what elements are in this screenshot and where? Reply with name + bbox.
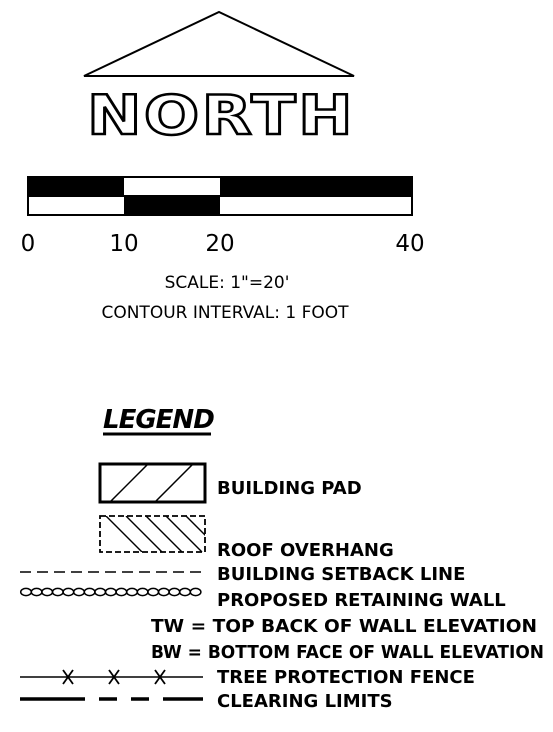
- north-label: NORTH: [87, 84, 355, 147]
- retaining-wall-link: [94, 587, 107, 597]
- retaining-wall-link: [189, 587, 202, 597]
- legend-label-tw: TW = TOP BACK OF WALL ELEVATION: [151, 616, 537, 637]
- roof-overhang-symbol: [99, 515, 206, 553]
- scale-bar: [27, 176, 413, 216]
- retaining-wall-link: [168, 587, 181, 597]
- retaining-wall-link: [83, 587, 96, 597]
- scale-segment-top-20-40: [220, 177, 412, 196]
- retaining-wall-link: [136, 587, 149, 597]
- retaining-wall-link: [104, 587, 117, 597]
- retaining-wall-link: [147, 587, 160, 597]
- scale-tick-40: 40: [395, 231, 424, 257]
- scale-segment-bottom-10-20: [124, 196, 220, 215]
- retaining-wall-link: [62, 587, 75, 597]
- retaining-wall-link: [72, 587, 86, 597]
- legend-label-tree-protection-fence: TREE PROTECTION FENCE: [217, 667, 475, 688]
- contour-interval-note: CONTOUR INTERVAL: 1 FOOT: [101, 303, 349, 323]
- retaining-wall-link: [178, 587, 192, 597]
- legend-title: LEGEND: [103, 405, 214, 435]
- retaining-wall-symbol: [19, 587, 202, 597]
- legend-label-roof-overhang: ROOF OVERHANG: [217, 540, 394, 561]
- retaining-wall-link: [30, 587, 43, 597]
- scale-tick-10: 10: [109, 231, 138, 257]
- retaining-wall-link: [19, 587, 33, 597]
- retaining-wall-link: [125, 587, 139, 597]
- north-arrow-triangle: [83, 10, 355, 77]
- legend-label-bw: BW = BOTTOM FACE OF WALL ELEVATION: [151, 642, 544, 663]
- tree-protection-fence-symbol: [20, 669, 203, 685]
- scale-note: SCALE: 1"=20': [165, 273, 290, 293]
- legend-label-building-pad: BUILDING PAD: [217, 478, 362, 499]
- retaining-wall-link: [41, 587, 54, 597]
- legend-label-clearing-limits: CLEARING LIMITS: [217, 691, 393, 712]
- scale-segment-top-0-10: [28, 177, 124, 196]
- legend-label-retaining-wall: PROPOSED RETAINING WALL: [217, 590, 506, 611]
- retaining-wall-link: [51, 587, 64, 597]
- building-pad-symbol: [98, 462, 207, 504]
- retaining-wall-link: [115, 587, 128, 597]
- retaining-wall-link: [157, 587, 170, 597]
- scale-tick-20: 20: [205, 231, 234, 257]
- legend-label-building-setback-line: BUILDING SETBACK LINE: [217, 564, 465, 585]
- scale-tick-0: 0: [21, 231, 36, 257]
